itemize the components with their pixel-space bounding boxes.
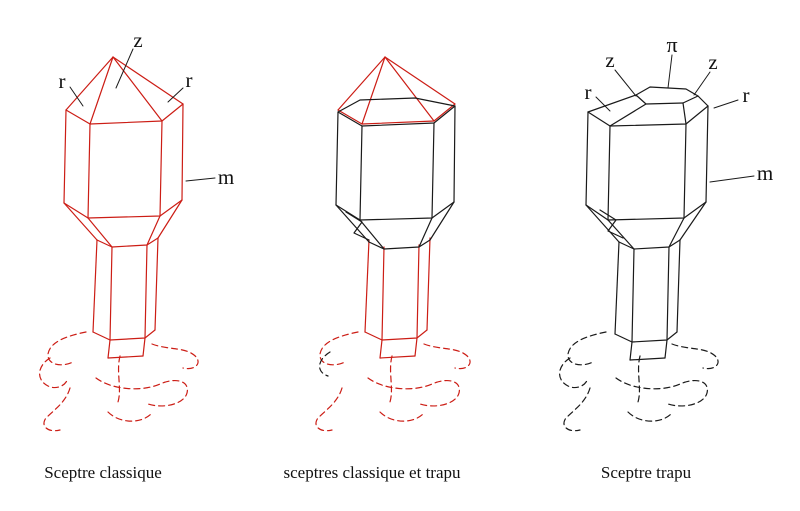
stem [364, 237, 431, 359]
label-r-left: r [59, 69, 66, 93]
crystal-trapu-overlay [319, 97, 456, 377]
crystal-classique-drawing [39, 56, 199, 432]
caption-sceptre-classique: Sceptre classique [44, 463, 162, 482]
head-prism [335, 105, 456, 250]
label-z-right: z [708, 50, 717, 74]
crystal-trapu-drawing [559, 86, 719, 432]
leader-r-right [713, 99, 739, 109]
pyramid-faces [337, 56, 456, 125]
crystal-classique-overlay [315, 56, 471, 432]
leader-r-left [595, 96, 611, 112]
leader-lines [595, 54, 755, 183]
caption-sceptres-classique-et-trapu: sceptres classique et trapu [283, 463, 461, 482]
label-pi: π [666, 32, 677, 57]
leader-z-right [693, 71, 711, 96]
label-r-right: r [743, 83, 750, 107]
matrix-roots [559, 331, 719, 432]
leader-r-left [69, 86, 84, 107]
leader-pi [667, 54, 673, 89]
trapu-top-face [337, 97, 456, 127]
label-z: z [133, 28, 142, 52]
stem [92, 237, 159, 359]
leader-m [709, 175, 755, 183]
label-m: m [757, 161, 773, 185]
figure-sceptre-trapu: z π z r r m Sceptre trapu [559, 32, 773, 482]
head-prism [63, 103, 184, 248]
leader-r-right [167, 87, 184, 103]
leader-z-left [614, 69, 637, 97]
truncated-top [587, 86, 709, 127]
stem [614, 239, 681, 361]
matrix-roots [315, 331, 471, 432]
label-r-right: r [186, 68, 193, 92]
label-z-left: z [605, 48, 614, 72]
figure-sceptre-classique: z r r m Sceptre classique [39, 28, 234, 482]
figure-sceptres-classique-et-trapu: sceptres classique et trapu [283, 56, 471, 482]
matrix-roots [39, 331, 199, 432]
head-prism [585, 105, 709, 250]
leader-lines [69, 48, 216, 182]
matrix-roots-black [319, 351, 331, 377]
label-r-left: r [585, 80, 592, 104]
caption-sceptre-trapu: Sceptre trapu [601, 463, 692, 482]
leader-m [185, 177, 216, 182]
pyramid-faces [65, 56, 184, 125]
label-m: m [218, 165, 234, 189]
leader-z [115, 48, 134, 89]
